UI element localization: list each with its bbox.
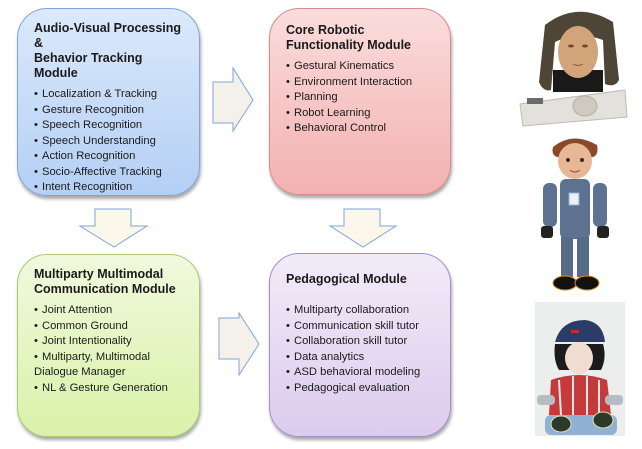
bullet-icon: • (34, 103, 38, 116)
bullet-icon: • (34, 181, 38, 193)
bullet-icon: • (286, 304, 290, 316)
bullet-icon: • (286, 319, 290, 332)
pedagogical-module-title: Pedagogical Module (286, 272, 407, 286)
list-item: • Action Recognition (34, 149, 189, 165)
audio-visual-module: Audio-Visual Processing & Behavior Track… (17, 8, 200, 196)
list-item: • NL & Gesture Generation (34, 381, 189, 397)
robot-humanoid-image (541, 138, 609, 291)
item-text: Action Recognition (42, 150, 136, 162)
multiparty-list: • Joint Attention • Common Ground • Joint I… (34, 303, 189, 396)
bullet-icon: • (34, 119, 38, 131)
down-arrow-icon (328, 208, 398, 248)
bullet-icon: • (34, 350, 38, 363)
pedagogical-module: Pedagogical Module • Multiparty collabora… (269, 253, 451, 437)
list-item: • Planning (286, 90, 440, 106)
bullet-icon: • (34, 319, 38, 332)
bullet-icon: • (286, 91, 290, 103)
list-item: • Socio-Affective Tracking (34, 165, 189, 181)
title-line: Multiparty Multimodal (34, 267, 164, 281)
list-item: • Multiparty collaboration (286, 303, 440, 319)
bullet-icon: • (286, 122, 290, 134)
pedagogical-list: • Multiparty collaboration • Communication… (286, 303, 440, 396)
robot-head-image (519, 11, 628, 127)
bullet-icon: • (286, 366, 290, 378)
bullet-icon: • (34, 150, 38, 162)
title-line: Functionality Module (286, 38, 411, 52)
item-text: Joint Attention (42, 304, 113, 316)
list-item: • Gesture Recognition (34, 103, 189, 119)
list-item: • Intent Recognition (34, 180, 189, 196)
list-item: • Joint Attention (34, 303, 189, 319)
bullet-icon: • (34, 304, 38, 316)
list-item: • Pedagogical evaluation (286, 381, 440, 397)
item-text: NL & Gesture Generation (42, 381, 168, 394)
list-item: • Speech Understanding (34, 134, 189, 150)
list-item-continuation: Dialogue Manager (34, 365, 189, 381)
title-line: Behavior Tracking Module (34, 51, 143, 80)
list-item: • Joint Intentionality (34, 334, 189, 350)
down-arrow-icon (78, 208, 149, 248)
list-item: • Environment Interaction (286, 75, 440, 91)
bullet-icon: • (286, 75, 290, 88)
item-text: Communication skill tutor (294, 319, 419, 332)
core-robotic-module: Core Robotic Functionality Module • Gestu… (269, 8, 451, 195)
title-line: Audio-Visual Processing & (34, 21, 182, 50)
item-text: Multiparty collaboration (294, 304, 410, 316)
list-item: • Common Ground (34, 319, 189, 335)
list-item: • Multiparty, Multimodal (34, 350, 189, 366)
item-text: Collaboration skill tutor (294, 335, 408, 347)
item-text: Dialogue Manager (34, 366, 126, 378)
multiparty-communication-module: Multiparty Multimodal Communication Modu… (17, 254, 200, 437)
item-text: Gesture Recognition (42, 103, 144, 116)
item-text: Common Ground (42, 319, 128, 332)
item-text: Gestural Kinematics (294, 60, 395, 72)
bullet-icon: • (286, 350, 290, 363)
item-text: Multiparty, Multimodal (42, 350, 150, 363)
item-text: Speech Understanding (42, 134, 156, 147)
item-text: ASD behavioral modeling (294, 366, 421, 378)
item-text: Socio-Affective Tracking (42, 165, 162, 178)
item-text: Localization & Tracking (42, 88, 158, 100)
list-item: • ASD behavioral modeling (286, 365, 440, 381)
item-text: Robot Learning (294, 106, 371, 119)
audio-visual-module-title: Audio-Visual Processing & Behavior Track… (34, 21, 189, 81)
bullet-icon: • (286, 335, 290, 347)
list-item: • Speech Recognition (34, 118, 189, 134)
list-item: • Collaboration skill tutor (286, 334, 440, 350)
item-text: Planning (294, 91, 338, 103)
item-text: Behavioral Control (294, 122, 387, 134)
audio-visual-list: • Localization & Tracking • Gesture Recogn… (34, 87, 189, 196)
list-item: • Behavioral Control (286, 121, 440, 137)
bullet-icon: • (34, 88, 38, 100)
item-text: Joint Intentionality (42, 335, 132, 347)
bullet-icon: • (286, 381, 290, 394)
right-arrow-icon (218, 311, 260, 377)
list-item: • Robot Learning (286, 106, 440, 122)
list-item: • Gestural Kinematics (286, 59, 440, 75)
core-robotic-list: • Gestural Kinematics • Environment Intera… (286, 59, 440, 137)
list-item: • Data analytics (286, 350, 440, 366)
bullet-icon: • (34, 165, 38, 178)
item-text: Speech Recognition (42, 119, 143, 131)
bullet-icon: • (286, 60, 290, 72)
item-text: Intent Recognition (42, 181, 133, 193)
multiparty-module-title: Multiparty Multimodal Communication Modu… (34, 267, 189, 297)
bullet-icon: • (34, 381, 38, 394)
item-text: Data analytics (294, 350, 365, 363)
list-item: • Communication skill tutor (286, 319, 440, 335)
item-text: Environment Interaction (294, 75, 413, 88)
bullet-icon: • (34, 335, 38, 347)
title-line: Core Robotic (286, 23, 365, 37)
right-arrow-icon (212, 66, 254, 133)
robot-child-image (535, 302, 625, 436)
list-item: • Localization & Tracking (34, 87, 189, 103)
bullet-icon: • (286, 106, 290, 119)
item-text: Pedagogical evaluation (294, 381, 410, 394)
core-robotic-module-title: Core Robotic Functionality Module (286, 23, 440, 53)
bullet-icon: • (34, 134, 38, 147)
title-line: Communication Module (34, 282, 176, 296)
